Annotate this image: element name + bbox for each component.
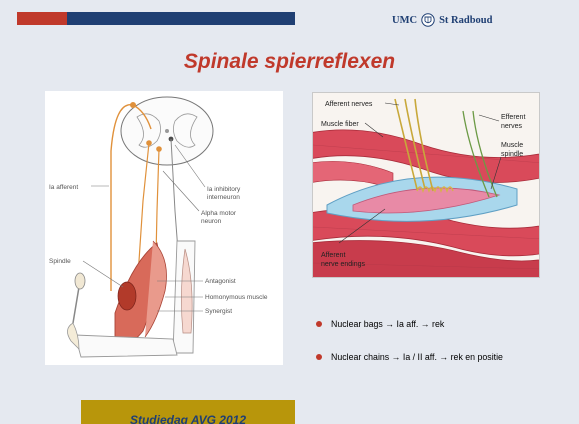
header-bar-blue (67, 12, 295, 25)
bullet-list: Nuclear bags → Ia aff. → rek Nuclear cha… (316, 318, 571, 384)
label-endings-1: Afferent (321, 252, 345, 259)
umc-logo: UMC St Radboud (392, 11, 512, 29)
label-spindle-2: spindle (501, 151, 523, 158)
muscle-spindle-figure: Afferent nerves Muscle fiber Efferent ne… (312, 92, 540, 278)
shield-icon (421, 13, 435, 27)
label-synergist: Synergist (205, 308, 232, 315)
logo-text-umc: UMC (392, 15, 417, 26)
label-antagonist: Antagonist (205, 278, 236, 285)
slide-title: Spinale spierreflexen (0, 50, 579, 74)
label-alpha-motor-2: neuron (201, 218, 222, 225)
footer-banner: Studiedag AVG 2012 (81, 400, 295, 424)
label-afferent-nerves: Afferent nerves (325, 101, 373, 108)
muscle-spindle-illustration: Afferent nerves Muscle fiber Efferent ne… (313, 93, 540, 278)
reflex-arc-illustration: Ia afferent Ia inhibitory interneuron Al… (45, 91, 283, 365)
label-ia-inhibitory-2: interneuron (207, 194, 240, 201)
label-ia-afferent: Ia afferent (49, 184, 78, 191)
header-bar-red (17, 12, 67, 25)
logo-text-radboud: St Radboud (439, 15, 492, 26)
label-spindle: Spindle (49, 258, 71, 265)
label-efferent-1: Efferent (501, 114, 525, 121)
label-alpha-motor-1: Alpha motor (201, 210, 237, 217)
bullet-nuclear-chains: Nuclear chains → Ia / II aff. → rek en p… (316, 351, 571, 363)
bullet-nuclear-bags: Nuclear bags → Ia aff. → rek (316, 318, 571, 330)
label-efferent-2: nerves (501, 123, 523, 130)
label-spindle-1: Muscle (501, 142, 523, 149)
footer-text: Studiedag AVG 2012 (81, 413, 295, 424)
reflex-arc-figure: Ia afferent Ia inhibitory interneuron Al… (45, 91, 283, 365)
label-endings-2: nerve endings (321, 261, 365, 268)
label-homonymous: Homonymous muscle (205, 294, 268, 301)
label-muscle-fiber: Muscle fiber (321, 121, 359, 128)
label-ia-inhibitory-1: Ia inhibitory (207, 186, 241, 193)
